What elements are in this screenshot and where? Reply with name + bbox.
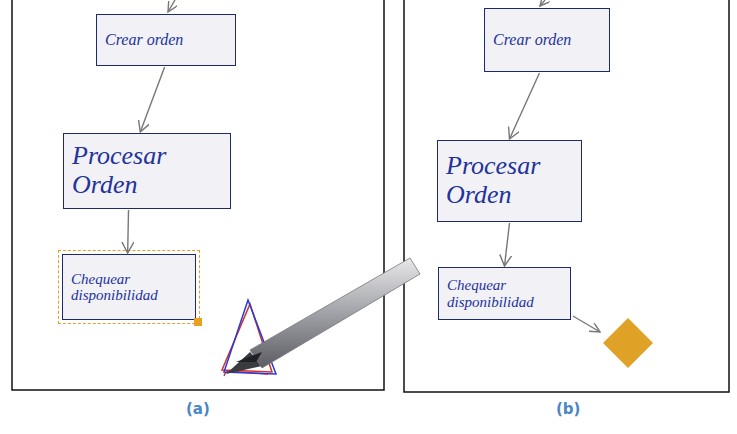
process-box: Procesar Orden xyxy=(437,140,582,222)
decision-diamond xyxy=(603,318,653,368)
process-box: Crear orden xyxy=(484,8,610,72)
process-box: Chequear disponibilidad xyxy=(438,267,571,320)
box-label: Chequear disponibilidad xyxy=(71,271,187,304)
panel-frame xyxy=(12,0,384,390)
box-label: Crear orden xyxy=(105,31,183,49)
box-label: Chequear disponibilidad xyxy=(447,277,562,310)
flow-arrow xyxy=(127,210,129,253)
process-box: Crear orden xyxy=(96,14,236,66)
flow-arrow xyxy=(510,73,540,139)
box-label: Procesar Orden xyxy=(72,142,222,199)
flow-arrow xyxy=(140,67,164,132)
stylus-pen xyxy=(226,258,420,374)
incoming-arrow xyxy=(168,0,175,12)
arrow-to-diamond xyxy=(573,316,600,332)
panel-label: (a) xyxy=(186,400,210,418)
incoming-arrow xyxy=(540,0,545,6)
box-label: Crear orden xyxy=(493,31,571,49)
resize-handle xyxy=(194,318,202,326)
flow-arrow xyxy=(505,223,510,266)
process-box: Chequear disponibilidad xyxy=(62,254,196,320)
process-box: Procesar Orden xyxy=(63,133,231,209)
box-label: Procesar Orden xyxy=(446,152,573,209)
panel-frame xyxy=(404,0,729,392)
panel-label: (b) xyxy=(556,400,580,418)
